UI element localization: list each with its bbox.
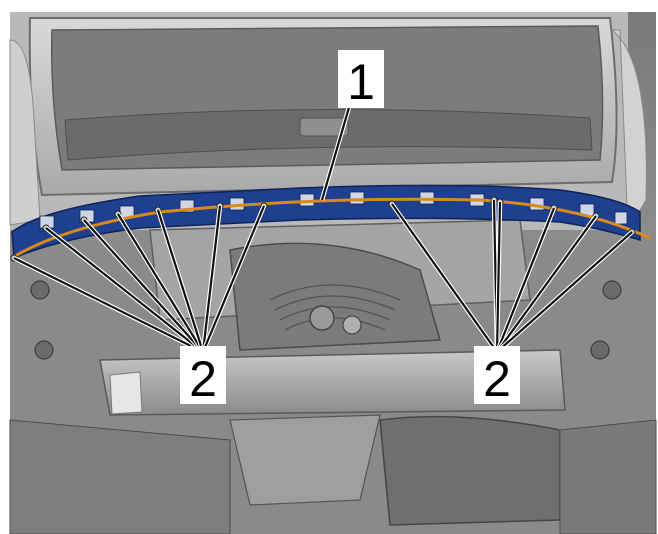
leader-callout-2-right-6	[496, 231, 633, 353]
leader-lines	[12, 103, 634, 355]
leader-callout-2-right-3	[495, 201, 502, 353]
seal-wire	[11, 197, 651, 260]
leader-callout-2-left-5	[156, 209, 205, 353]
callout-2-right-label: 2	[483, 351, 511, 407]
leader-callout-2-left-2	[45, 227, 204, 353]
callout-2-right: 2	[474, 346, 520, 407]
callout-2-left-label: 2	[189, 351, 217, 407]
leader-callout-2-left-1	[13, 257, 204, 353]
leader-callout-2-left-4	[117, 213, 204, 353]
leader-callout-2-right-1	[391, 203, 498, 353]
leader-callout-2-right-4	[495, 207, 556, 353]
callout-2-left: 2	[180, 346, 226, 407]
leader-callout-2-left-3	[83, 219, 204, 353]
leader-callout-2-left-7	[201, 205, 266, 353]
leader-callout-2-left-6	[201, 205, 222, 353]
hood-opening	[9, 12, 647, 232]
callout-1: 1	[338, 50, 384, 110]
leader-callout-2-right-5	[496, 215, 597, 353]
callout-1-label: 1	[347, 54, 375, 110]
leader-callout-1	[320, 103, 352, 201]
